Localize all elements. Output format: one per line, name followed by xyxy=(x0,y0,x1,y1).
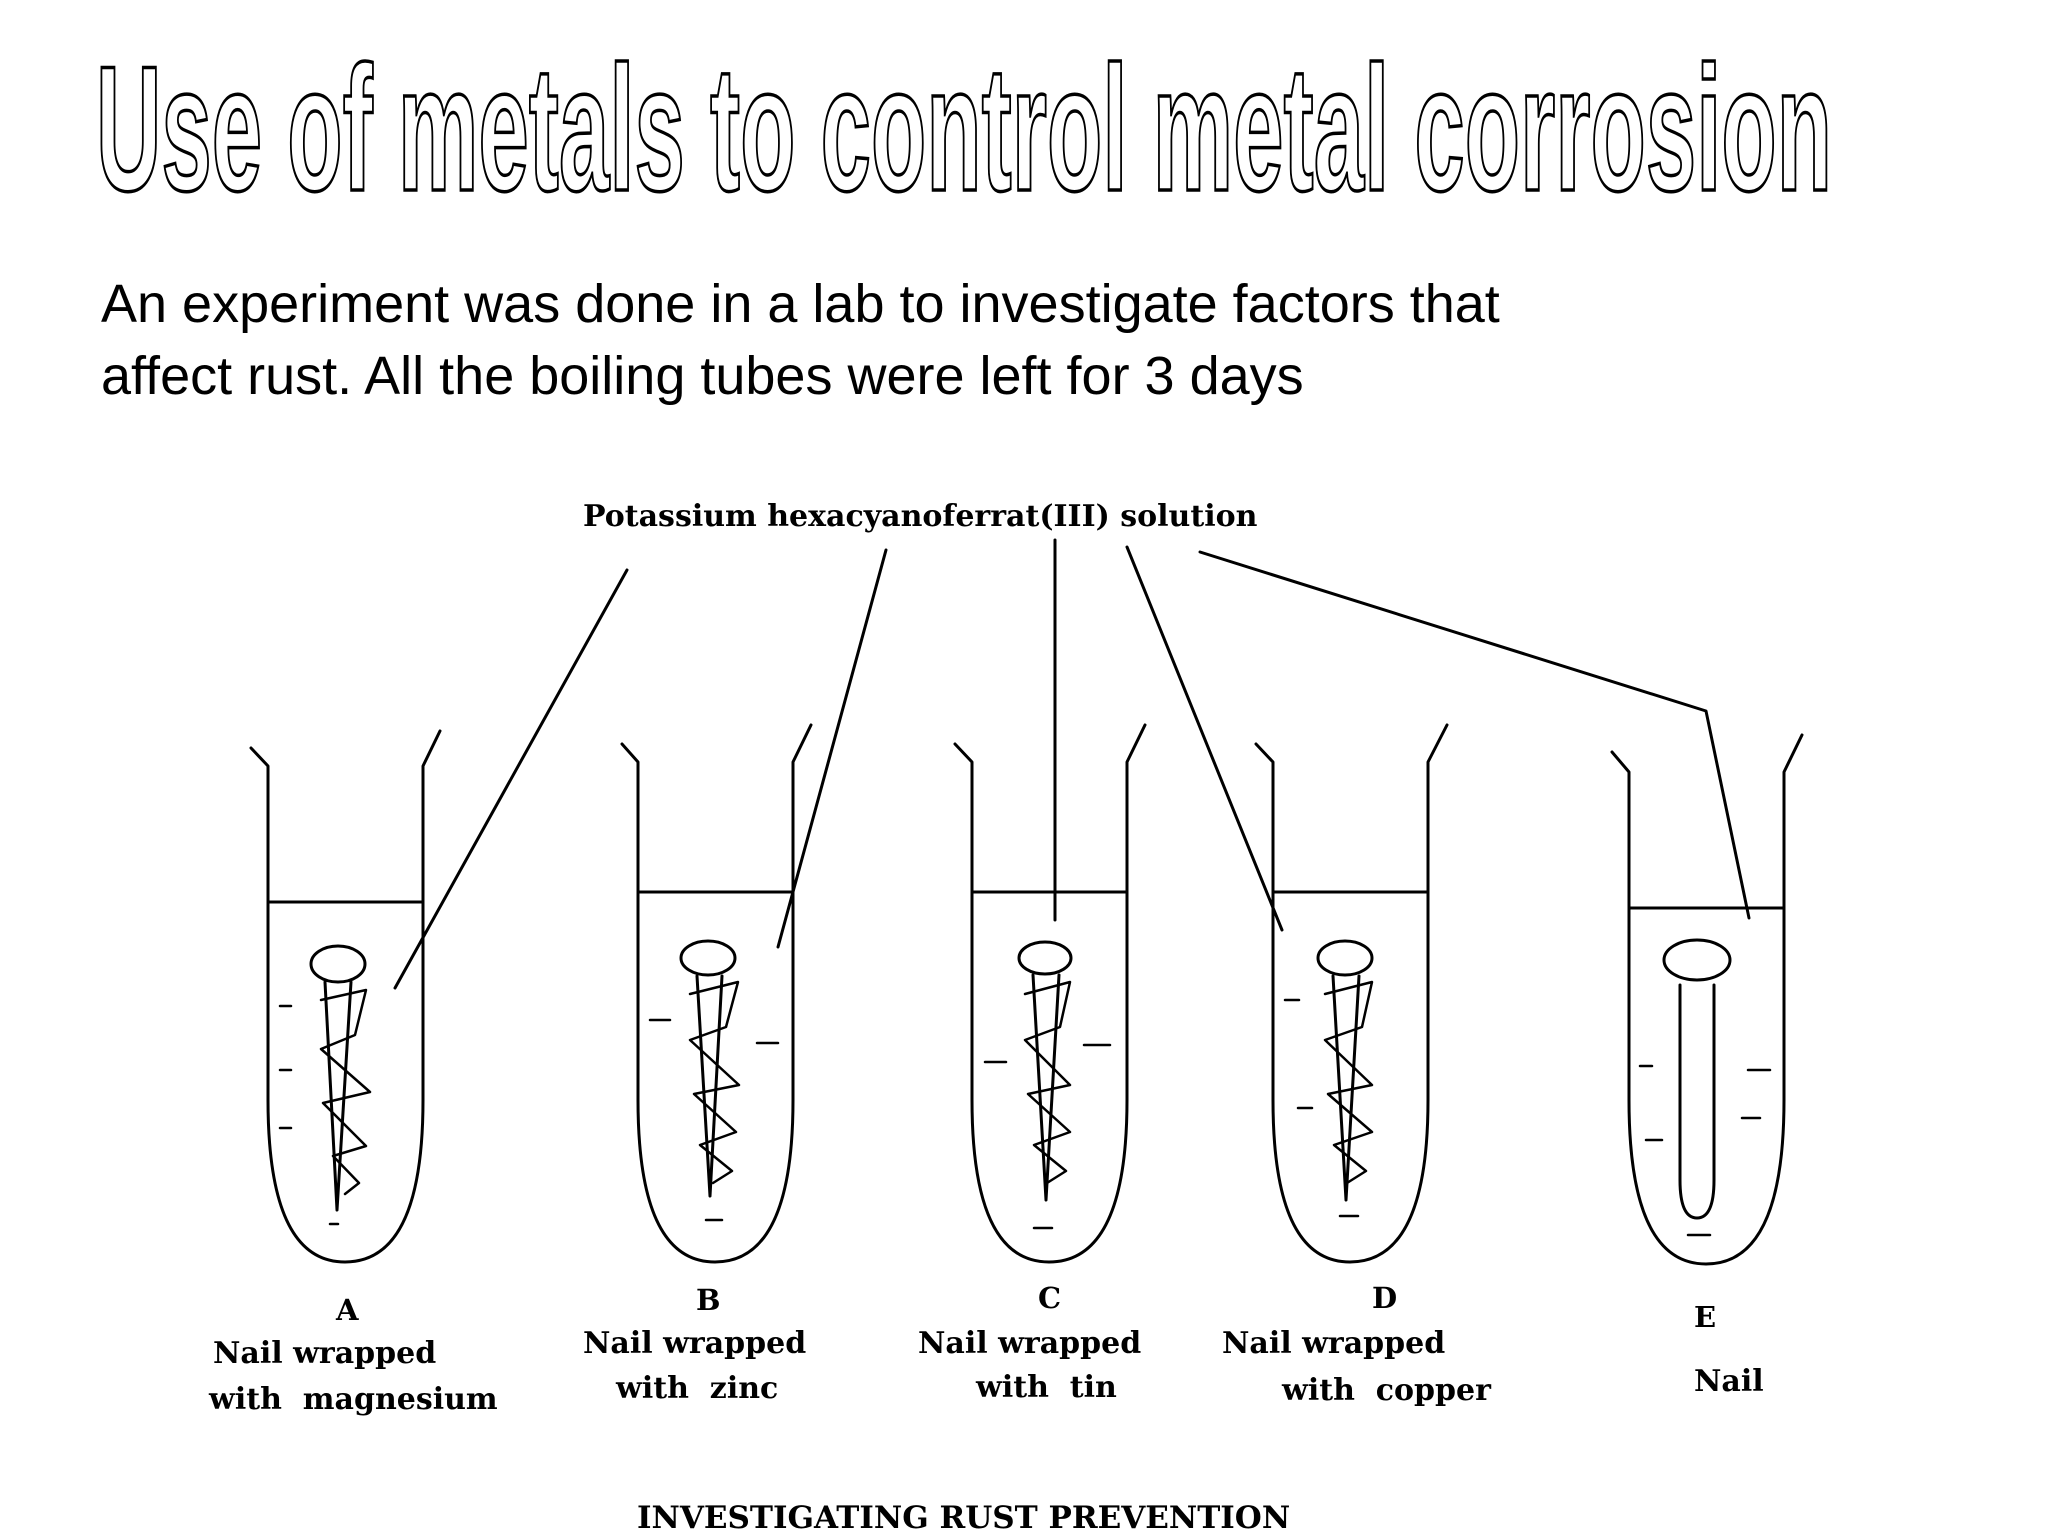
tube-a-label-line-1: Nail wrapped xyxy=(213,1336,436,1371)
tube-d-label-line-1: Nail wrapped xyxy=(1222,1326,1445,1361)
tube-labels: A Nail wrapped with magnesium B Nail wra… xyxy=(208,1281,1764,1417)
slide-title: Use of metals to control metal corrosion xyxy=(94,40,1834,210)
intro-text: An experiment was done in a lab to inves… xyxy=(101,268,1801,412)
tube-b-label-line-1: Nail wrapped xyxy=(583,1326,806,1361)
tube-b xyxy=(620,723,813,1264)
pointer-line-b xyxy=(776,548,888,949)
pointer-line-e xyxy=(1198,550,1751,920)
tube-b-nail-head xyxy=(679,939,737,977)
tube-e-label-line-1: Nail xyxy=(1694,1364,1764,1399)
tube-b-label-line-2: with zinc xyxy=(615,1371,778,1406)
tube-e-letter: E xyxy=(1694,1300,1716,1334)
tube-d-glass xyxy=(1254,723,1449,1264)
intro-line-1: An experiment was done in a lab to inves… xyxy=(101,274,1500,334)
slide-title-text: Use of metals to control metal corrosion xyxy=(96,40,1832,210)
tube-a xyxy=(249,729,442,1264)
tube-c-label-line-2: with tin xyxy=(975,1370,1117,1405)
pointer-line-a xyxy=(393,568,629,990)
tube-c-label-line-1: Nail wrapped xyxy=(918,1326,1141,1361)
tube-d-wrapping-metal xyxy=(1323,980,1374,1185)
tube-a-label-line-2: with magnesium xyxy=(208,1382,498,1417)
tube-a-nail-shank xyxy=(323,980,353,1212)
tube-d-label-line-2: with copper xyxy=(1281,1373,1492,1408)
tube-b-nail-shank xyxy=(695,974,724,1198)
tube-d xyxy=(1254,723,1449,1264)
tube-d-letter: D xyxy=(1372,1281,1397,1315)
tube-e xyxy=(1610,733,1804,1266)
tube-a-letter: A xyxy=(335,1293,359,1327)
tube-c-glass xyxy=(953,723,1147,1264)
tube-a-glass xyxy=(249,729,442,1264)
intro-line-2: affect rust. All the boiling tubes were … xyxy=(101,346,1304,406)
pointer-line-d xyxy=(1125,545,1284,932)
tube-a-nail-head xyxy=(309,944,367,984)
tube-c xyxy=(953,723,1147,1264)
tube-b-glass xyxy=(620,723,813,1264)
diagram-caption: INVESTIGATING RUST PREVENTION xyxy=(637,1500,1290,1536)
tube-e-plain-nail xyxy=(1678,983,1716,1220)
pointer-lines xyxy=(393,538,1751,990)
tube-c-wrapping-metal xyxy=(1023,980,1072,1185)
solution-label: Potassium hexacyanoferrat(III) solution xyxy=(583,499,1258,534)
tube-e-nail-head xyxy=(1662,938,1732,982)
tube-c-nail-head xyxy=(1017,940,1073,976)
tube-d-nail-head xyxy=(1316,939,1374,977)
tube-b-wrapping-metal xyxy=(688,980,741,1185)
tube-c-letter: C xyxy=(1038,1281,1061,1315)
tube-c-nail-shank xyxy=(1031,973,1061,1202)
tube-b-letter: B xyxy=(696,1283,721,1317)
tube-e-glass xyxy=(1610,733,1804,1266)
tube-a-wrapping-metal xyxy=(319,988,372,1196)
